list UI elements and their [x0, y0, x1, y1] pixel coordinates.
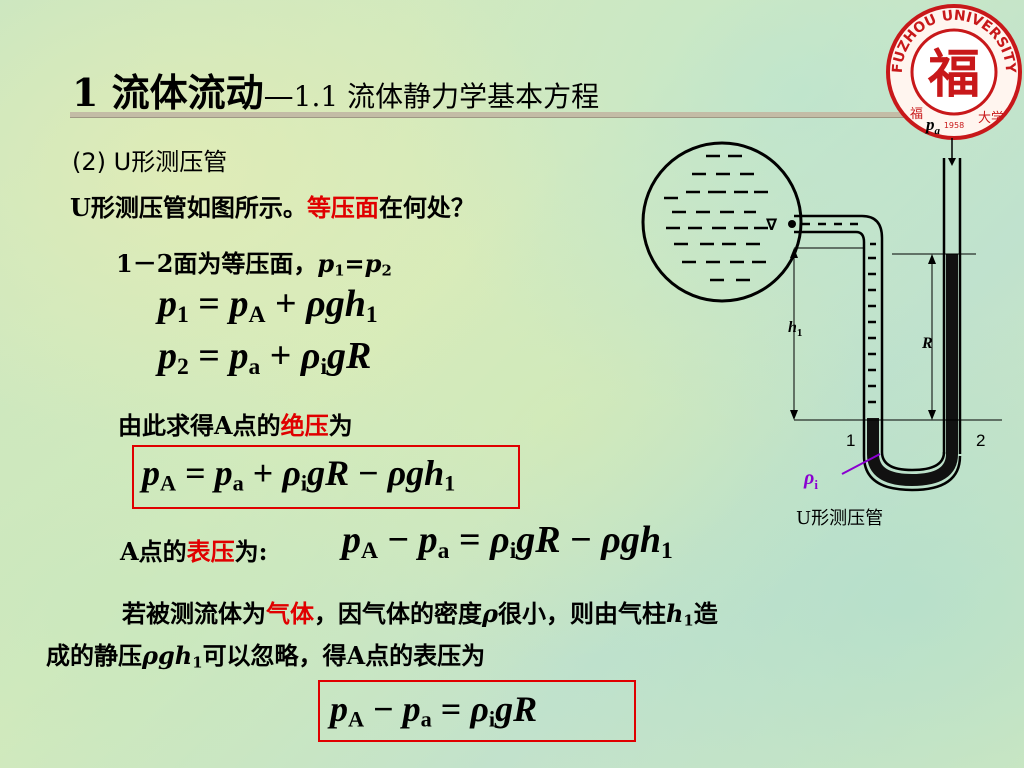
section-heading: (2) U形测压管: [72, 148, 228, 176]
title-dash: —: [263, 79, 294, 114]
equal-plane-line: 1－2面为等压面，p1=p2: [116, 244, 392, 280]
title-sub: 1.1 流体静力学基本方程: [293, 80, 600, 113]
intro-post: 在何处？: [378, 193, 475, 222]
p1-symbol: p1: [317, 249, 345, 280]
p2-symbol: p2: [364, 249, 392, 280]
r-label: R: [921, 335, 933, 352]
page-title: 1 流体流动—1.1 流体静力学基本方程: [72, 62, 599, 117]
vessel-fluid-dashes: [664, 154, 768, 282]
u-bottom-outer: [862, 418, 962, 492]
logo-year: 1958: [944, 121, 964, 130]
gauge-pressure-line: A点的表压为:: [120, 537, 268, 566]
rho-i-pointer: [841, 453, 881, 475]
equation-p2: p2 = pa + ρigR: [158, 335, 372, 380]
equal-plane-text: 1－2面为等压面，: [116, 249, 318, 278]
diagram-caption: U形测压管: [796, 508, 883, 529]
intro-line: U形测压管如图所示。等压面在何处？: [70, 188, 475, 223]
final-equation-box: [318, 680, 636, 742]
logo-center-char: 福: [927, 44, 980, 105]
point-2-label: 2: [976, 431, 985, 450]
equation-p1: p1 = pA + ρgh1: [158, 283, 378, 328]
pa-label: pa: [924, 118, 941, 137]
logo-right-chars: 大学: [978, 110, 1004, 126]
abs-pressure-box: [132, 445, 520, 509]
abs-pressure-equation: pA = pa + ρigR − ρgh1: [142, 453, 456, 496]
intro-highlight: 等压面: [306, 193, 379, 222]
logo-left-char: 福: [910, 107, 923, 122]
h1-label: h1: [788, 319, 802, 339]
point-a-marker: ∇: [766, 215, 778, 234]
title-main: 1 流体流动: [72, 70, 264, 115]
vessel-circle: [641, 141, 803, 303]
title-underline: [70, 112, 928, 117]
final-gauge-equation: pA − pa = ρigR: [330, 689, 538, 732]
gauge-pressure-equation: pA − pa = ρigR − ρgh1: [342, 519, 673, 564]
u-bottom-inner: [880, 418, 946, 472]
gas-paragraph-line2: 成的静压ρgh1可以忽略，得A点的表压为: [46, 641, 486, 672]
tube-outer-wall: [794, 214, 884, 418]
intro-pre: U形测压管如图所示。: [70, 193, 307, 222]
gas-paragraph-line1: 若被测流体为气体，因气体的密度ρ很小，则由气柱h1造: [122, 599, 718, 630]
rho-i-label: ρi: [803, 467, 818, 492]
equal-sign: =: [344, 249, 365, 278]
indicator-liquid: [867, 254, 958, 487]
tube-inner-wall: [794, 230, 866, 418]
university-logo: FUZHOU UNIVERSITY 福 福 1958 大学: [886, 4, 1022, 140]
u-tube-diagram: ∇ pa h1 R 1 2 ρi U形测压管: [641, 118, 1002, 529]
point-1-label: 1: [846, 431, 855, 450]
point-a-dot: [788, 220, 796, 228]
abs-pressure-line: 由此求得A点的绝压为: [118, 411, 353, 440]
tube-fluid-dashes: [802, 222, 876, 404]
